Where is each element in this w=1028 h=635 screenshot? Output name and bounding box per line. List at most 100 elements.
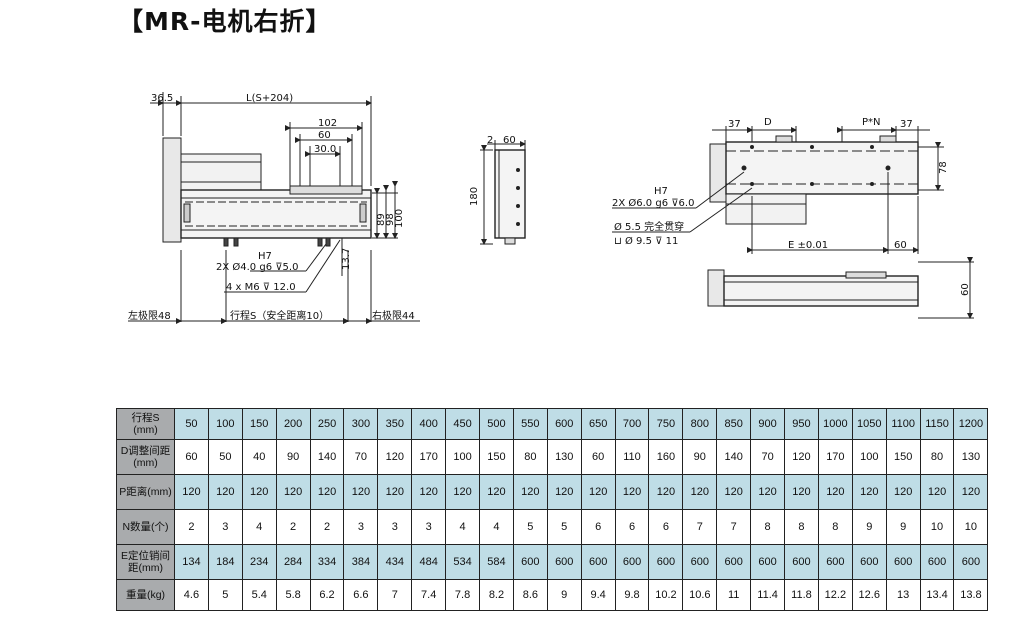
table-cell: 534 [445,544,481,580]
table-cell: 3 [377,509,413,545]
table-cell: 120 [546,474,582,510]
table-cell: 9 [546,579,582,611]
table-cell: 11 [716,579,752,611]
table-cell: 120 [817,474,853,510]
table-cell: 10 [919,509,955,545]
dim-60-top: 60 [894,240,907,251]
dim-60-end: 60 [503,135,516,146]
dim-60: 60 [318,130,331,141]
table-cell: 7 [716,509,752,545]
hole-label-h7: H7 [258,251,272,262]
table-cell: 120 [784,474,819,510]
table-cell: 120 [682,474,718,510]
dim-102: 102 [318,118,337,129]
top-hole-h7: H7 [654,186,668,197]
table-cell: 2 [174,509,209,545]
table-cell: 80 [919,439,955,475]
table-cell: 3 [411,509,447,545]
table-cell: 100 [207,408,243,440]
table-cell: 120 [309,474,345,510]
table-cell: 5 [512,509,548,545]
table-cell: 120 [445,474,481,510]
table-cell: 90 [682,439,718,475]
table-cell: 120 [512,474,548,510]
table-cell: 600 [682,544,718,580]
table-cell: 184 [207,544,243,580]
table-cell: 11.4 [750,579,786,611]
stroke-label: 行程S（安全距离10） [230,309,329,322]
table-cell: 5.8 [275,579,311,611]
table-cell: 10 [953,509,989,545]
table-cell: 900 [750,408,786,440]
table-cell: 1000 [817,408,853,440]
table-cell: 234 [241,544,277,580]
table-cell: 600 [614,544,650,580]
table-cell: 9.4 [580,579,616,611]
table-cell: 600 [716,544,752,580]
table-cell: 600 [546,544,582,580]
table-cell: 120 [580,474,616,510]
row-header: P距离(mm) [116,474,175,510]
row-header: E定位销间 距(mm) [116,544,175,580]
table-cell: 9 [885,509,921,545]
dim-e: E ±0.01 [788,240,828,251]
table-cell: 120 [343,474,379,510]
row-header: 重量(kg) [116,579,175,611]
table-cell: 120 [851,474,887,510]
table-cell: 150 [885,439,921,475]
table-cell: 200 [275,408,311,440]
hole-label-spec: 2X Ø4.0 g6 ⊽5.0 [216,261,298,273]
dim-13-7: 13.7 [341,248,352,270]
table-cell: 6 [580,509,616,545]
table-cell: 90 [275,439,311,475]
dim-37-right: 37 [900,119,913,130]
dim-30: 30.0 [314,144,336,155]
table-cell: 5.4 [241,579,277,611]
table-cell: 100 [445,439,481,475]
table-cell: 50 [207,439,243,475]
dim-36-5: 36.5 [151,93,173,104]
table-cell: 10.6 [682,579,718,611]
left-limit-label: 左极限48 [128,309,171,322]
table-cell: 170 [817,439,853,475]
dim-d: D [764,117,772,128]
table-cell: 600 [784,544,819,580]
table-cell: 70 [750,439,786,475]
table-cell: 700 [614,408,650,440]
side-view-labels: 36.5 L(S+204) 102 60 30.0 89 98 100 13.7… [128,93,415,322]
table-cell: 13.4 [919,579,955,611]
table-cell: 13.8 [953,579,989,611]
table-cell: 3 [343,509,379,545]
table-cell: 8.6 [512,579,548,611]
table-cell: 8 [817,509,853,545]
top-view-labels: 37 D P*N 37 78 H7 2X Ø6.0 g6 ⊽6.0 Ø 5.5 … [612,117,971,296]
table-cell: 334 [309,544,345,580]
table-cell: 12.6 [851,579,887,611]
table-cell: 120 [241,474,277,510]
table-cell: 120 [377,439,413,475]
table-cell: 250 [309,408,345,440]
table-cell: 400 [411,408,447,440]
table-cell: 120 [716,474,752,510]
table-cell: 434 [377,544,413,580]
table-cell: 600 [580,544,616,580]
table-cell: 4 [241,509,277,545]
table-cell: 1100 [885,408,921,440]
table-cell: 12.2 [817,579,853,611]
table-cell: 600 [750,544,786,580]
table-cell: 2 [275,509,311,545]
table-cell: 300 [343,408,379,440]
table-cell: 134 [174,544,209,580]
table-cell: 7 [377,579,413,611]
table-cell: 1200 [953,408,989,440]
table-cell: 750 [648,408,684,440]
table-cell: 8 [784,509,819,545]
top-view [612,126,974,319]
table-cell: 120 [479,474,514,510]
table-cell: 80 [512,439,548,475]
table-cell: 120 [377,474,413,510]
